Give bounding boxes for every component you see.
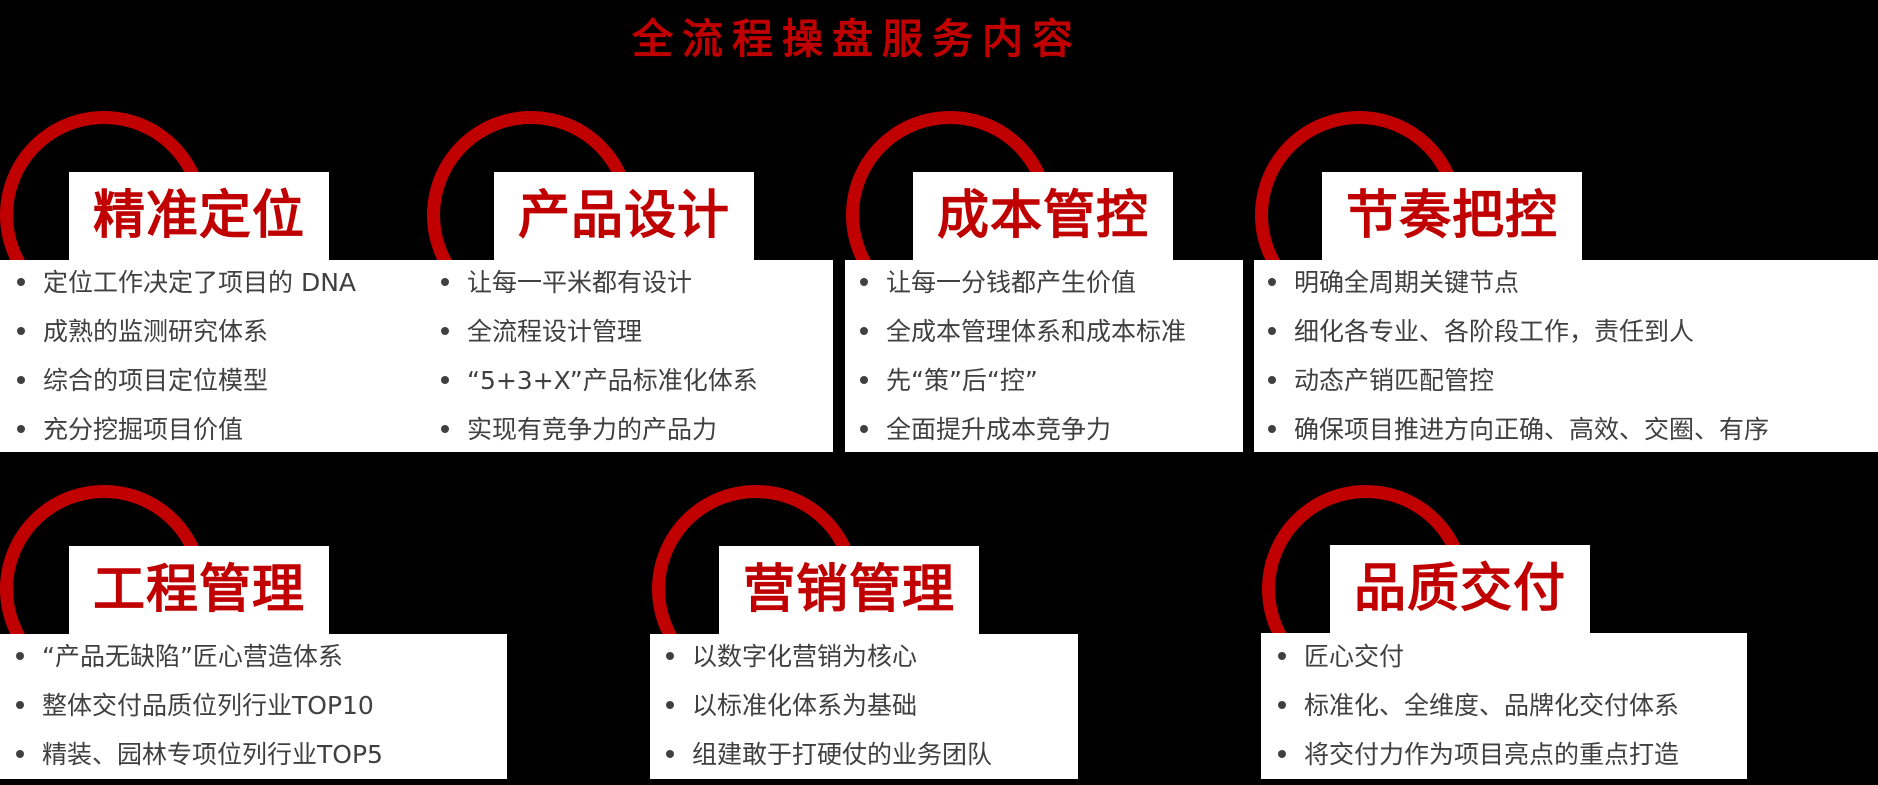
list-item: 动态产销匹配管控 <box>1268 356 1769 405</box>
list-item: 让每一平米都有设计 <box>441 258 758 307</box>
list-item: 全流程设计管理 <box>441 307 758 356</box>
card-item-list: 明确全周期关键节点 细化各专业、各阶段工作，责任到人 动态产销匹配管控 确保项目… <box>1268 258 1769 454</box>
card-item-list: 定位工作决定了项目的 DNA 成熟的监测研究体系 综合的项目定位模型 充分挖掘项… <box>17 258 356 454</box>
list-item: “产品无缺陷”匠心营造体系 <box>16 632 383 681</box>
list-item: 标准化、全维度、品牌化交付体系 <box>1278 681 1679 730</box>
card-item-list: 让每一平米都有设计 全流程设计管理 “5+3+X”产品标准化体系 实现有竞争力的… <box>441 258 758 454</box>
card-title: 节奏把控 <box>1322 172 1582 260</box>
bullet-icon <box>17 278 25 286</box>
bullet-icon <box>1278 701 1286 709</box>
bullet-icon <box>860 425 868 433</box>
bullet-icon <box>1268 376 1276 384</box>
list-item: 以标准化体系为基础 <box>666 681 992 730</box>
bullet-icon <box>441 376 449 384</box>
bullet-icon <box>1278 652 1286 660</box>
list-item: 组建敢于打硬仗的业务团队 <box>666 730 992 779</box>
bullet-icon <box>860 278 868 286</box>
list-item: 成熟的监测研究体系 <box>17 307 356 356</box>
card-title: 品质交付 <box>1330 545 1590 633</box>
card-content-band <box>420 260 833 452</box>
list-item: 先“策”后“控” <box>860 356 1186 405</box>
list-item: 匠心交付 <box>1278 632 1679 681</box>
card-title: 营销管理 <box>719 546 979 634</box>
card-item-list: “产品无缺陷”匠心营造体系 整体交付品质位列行业TOP10 精装、园林专项位列行… <box>16 632 383 779</box>
bullet-icon <box>441 327 449 335</box>
bullet-icon <box>16 701 24 709</box>
bullet-icon <box>17 425 25 433</box>
list-item: 精装、园林专项位列行业TOP5 <box>16 730 383 779</box>
list-item: 实现有竞争力的产品力 <box>441 405 758 454</box>
card-title: 成本管控 <box>913 172 1173 260</box>
list-item: 综合的项目定位模型 <box>17 356 356 405</box>
list-item: 将交付力作为项目亮点的重点打造 <box>1278 730 1679 779</box>
card-content-band <box>1261 633 1747 779</box>
card-item-list: 让每一分钱都产生价值 全成本管理体系和成本标准 先“策”后“控” 全面提升成本竞… <box>860 258 1186 454</box>
card-title: 精准定位 <box>69 172 329 260</box>
card-content-band <box>650 634 1078 779</box>
bullet-icon <box>666 750 674 758</box>
bullet-icon <box>17 327 25 335</box>
list-item: 确保项目推进方向正确、高效、交圈、有序 <box>1268 405 1769 454</box>
bullet-icon <box>16 652 24 660</box>
card-title: 工程管理 <box>69 546 329 634</box>
page-title: 全流程操盘服务内容 <box>632 15 1082 63</box>
list-item: 全成本管理体系和成本标准 <box>860 307 1186 356</box>
list-item: 整体交付品质位列行业TOP10 <box>16 681 383 730</box>
card-content-band <box>845 260 1243 452</box>
bullet-icon <box>1278 750 1286 758</box>
card-item-list: 以数字化营销为核心 以标准化体系为基础 组建敢于打硬仗的业务团队 <box>666 632 992 779</box>
list-item: 细化各专业、各阶段工作，责任到人 <box>1268 307 1769 356</box>
list-item: 全面提升成本竞争力 <box>860 405 1186 454</box>
card-item-list: 匠心交付 标准化、全维度、品牌化交付体系 将交付力作为项目亮点的重点打造 <box>1278 632 1679 779</box>
list-item: “5+3+X”产品标准化体系 <box>441 356 758 405</box>
bullet-icon <box>860 327 868 335</box>
list-item: 以数字化营销为核心 <box>666 632 992 681</box>
list-item: 让每一分钱都产生价值 <box>860 258 1186 307</box>
list-item: 明确全周期关键节点 <box>1268 258 1769 307</box>
list-item: 充分挖掘项目价值 <box>17 405 356 454</box>
bullet-icon <box>860 376 868 384</box>
bullet-icon <box>1268 425 1276 433</box>
bullet-icon <box>1268 278 1276 286</box>
bullet-icon <box>1268 327 1276 335</box>
list-item: 定位工作决定了项目的 DNA <box>17 258 356 307</box>
card-title: 产品设计 <box>494 172 754 260</box>
bullet-icon <box>441 278 449 286</box>
bullet-icon <box>666 652 674 660</box>
bullet-icon <box>666 701 674 709</box>
card-content-band <box>0 634 507 779</box>
card-content-band <box>1254 260 1878 452</box>
bullet-icon <box>17 376 25 384</box>
bullet-icon <box>441 425 449 433</box>
bullet-icon <box>16 750 24 758</box>
